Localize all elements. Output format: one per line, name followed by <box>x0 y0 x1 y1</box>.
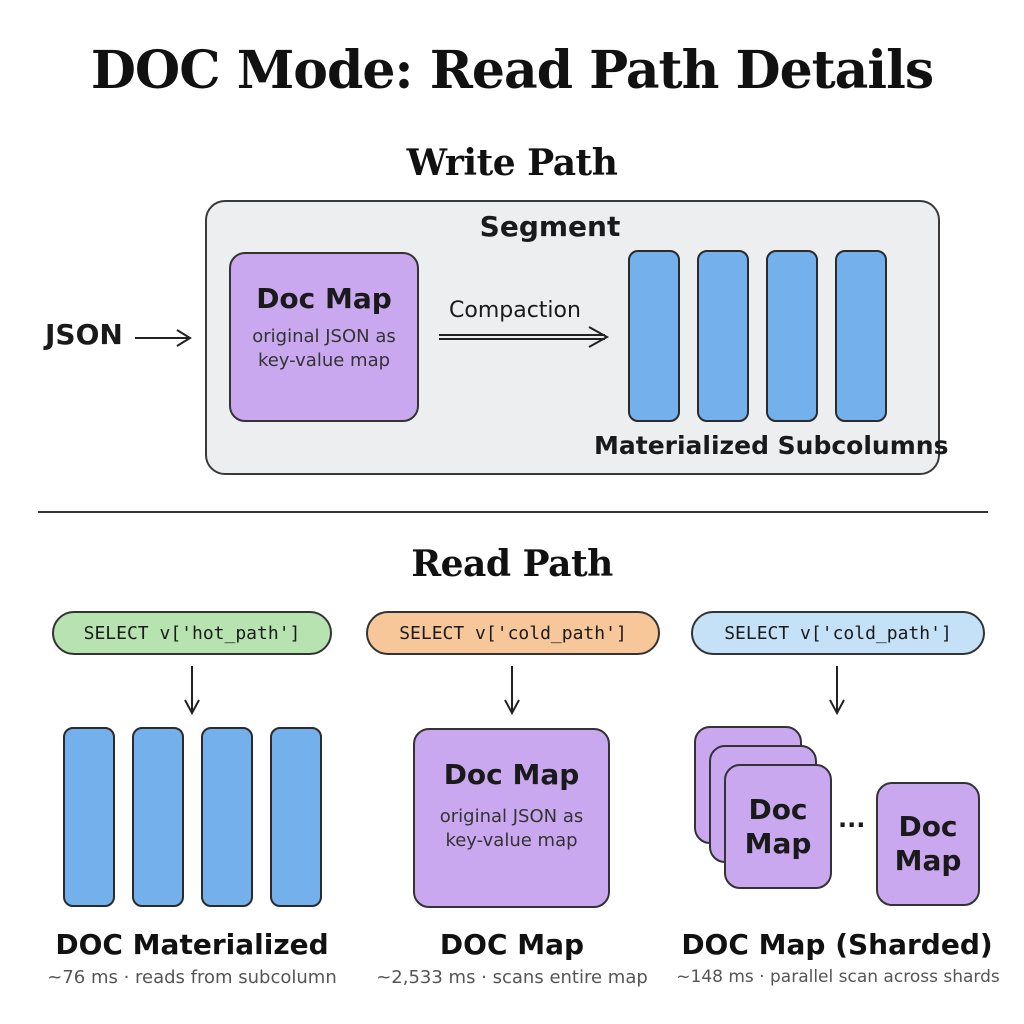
page-title: DOC Mode: Read Path Details <box>90 40 934 101</box>
subcolumn <box>697 250 749 422</box>
query-pill-cold-path-sharded: SELECT v['cold_path'] <box>691 611 985 655</box>
doc-map-shard: Doc Map <box>876 782 980 906</box>
compaction-arrow-icon <box>439 326 610 348</box>
compaction-label: Compaction <box>449 298 581 323</box>
down-arrow-icon <box>184 666 200 716</box>
doc-map-title: Doc Map <box>443 758 580 791</box>
subcolumn <box>270 727 322 907</box>
json-input-label: JSON <box>45 318 123 351</box>
down-arrow-icon <box>504 666 520 716</box>
caption-doc-materialized: DOC Materialized <box>55 928 329 961</box>
detail-doc-materialized: ~76 ms · reads from subcolumn <box>47 967 337 988</box>
write-path-heading: Write Path <box>406 142 618 184</box>
subcolumn <box>63 727 115 907</box>
doc-map-subtitle: original JSON as key-value map <box>439 806 584 851</box>
ellipsis: ... <box>838 805 866 833</box>
query-text: SELECT v['hot_path'] <box>83 622 301 644</box>
read-doc-map: Doc Map original JSON as key-value map <box>413 728 610 908</box>
detail-doc-map: ~2,533 ms · scans entire map <box>376 967 648 988</box>
json-arrow-icon <box>135 329 192 347</box>
subcolumns-label: Materialized Subcolumns <box>594 431 949 460</box>
query-text: SELECT v['cold_path'] <box>399 622 627 644</box>
caption-doc-map: DOC Map <box>439 928 585 961</box>
subcolumn <box>628 250 680 422</box>
down-arrow-icon <box>829 666 845 716</box>
subcolumn <box>835 250 887 422</box>
subcolumn <box>766 250 818 422</box>
caption-doc-map-sharded: DOC Map (Sharded) <box>681 928 993 961</box>
query-pill-hot-path: SELECT v['hot_path'] <box>52 611 332 655</box>
shard-label: Doc Map <box>744 792 812 860</box>
subcolumn <box>132 727 184 907</box>
doc-map-subtitle: original JSON as key-value map <box>252 326 396 371</box>
doc-map-shard: Doc Map <box>724 764 832 889</box>
detail-doc-map-sharded: ~148 ms · parallel scan across shards <box>676 967 1000 987</box>
query-text: SELECT v['cold_path'] <box>724 622 952 644</box>
section-divider <box>38 511 988 513</box>
write-doc-map: Doc Map original JSON as key-value map <box>229 252 419 422</box>
segment-label: Segment <box>479 210 621 243</box>
doc-map-title: Doc Map <box>256 282 392 315</box>
subcolumn <box>201 727 253 907</box>
read-path-heading: Read Path <box>411 543 613 585</box>
shard-label: Doc Map <box>894 810 962 877</box>
query-pill-cold-path: SELECT v['cold_path'] <box>366 611 660 655</box>
